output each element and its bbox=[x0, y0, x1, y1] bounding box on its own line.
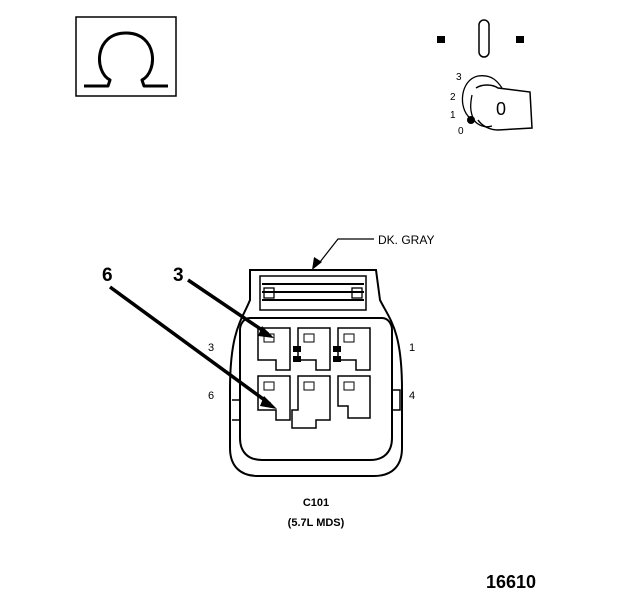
callout-3-leader bbox=[187, 278, 269, 336]
ignition-position-1: 1 bbox=[450, 110, 456, 121]
key-dot bbox=[467, 116, 475, 124]
figure-number: 16610 bbox=[486, 572, 536, 592]
cavity-6 bbox=[257, 375, 291, 421]
callout-3-arrowhead bbox=[258, 326, 274, 338]
connector-name: C101 bbox=[303, 497, 329, 509]
callout-6-arrowhead bbox=[260, 396, 277, 409]
ignition-position-2: 2 bbox=[450, 92, 456, 103]
cavity-4 bbox=[337, 375, 371, 419]
key-position-label: 0 bbox=[496, 99, 506, 119]
color-leader-arrowhead bbox=[312, 257, 322, 270]
pin-label-1: 1 bbox=[409, 342, 415, 354]
callout-6-label: 6 bbox=[102, 265, 113, 286]
slot-mark bbox=[478, 19, 490, 58]
connector-variant: (5.7L MDS) bbox=[288, 517, 345, 529]
ignition-position-3: 3 bbox=[456, 72, 462, 83]
callout-6-leader bbox=[108, 285, 272, 406]
color-leader-line bbox=[319, 238, 374, 263]
cavity-5 bbox=[291, 375, 331, 429]
pin-label-6: 6 bbox=[208, 390, 214, 402]
indicator-left-mark bbox=[437, 36, 445, 43]
ignition-position-0: 0 bbox=[458, 126, 464, 137]
ignition-off-icon: 3 2 1 0 0 bbox=[437, 19, 533, 137]
pin-label-3: 3 bbox=[208, 342, 214, 354]
connector-face-icon bbox=[229, 269, 403, 477]
cavity-3 bbox=[257, 327, 291, 371]
connector-color-label: DK. GRAY bbox=[378, 233, 434, 247]
callout-3-label: 3 bbox=[173, 265, 184, 286]
pin-label-4: 4 bbox=[409, 390, 415, 402]
ohmmeter-icon bbox=[75, 16, 177, 97]
indicator-right-mark bbox=[516, 36, 524, 43]
